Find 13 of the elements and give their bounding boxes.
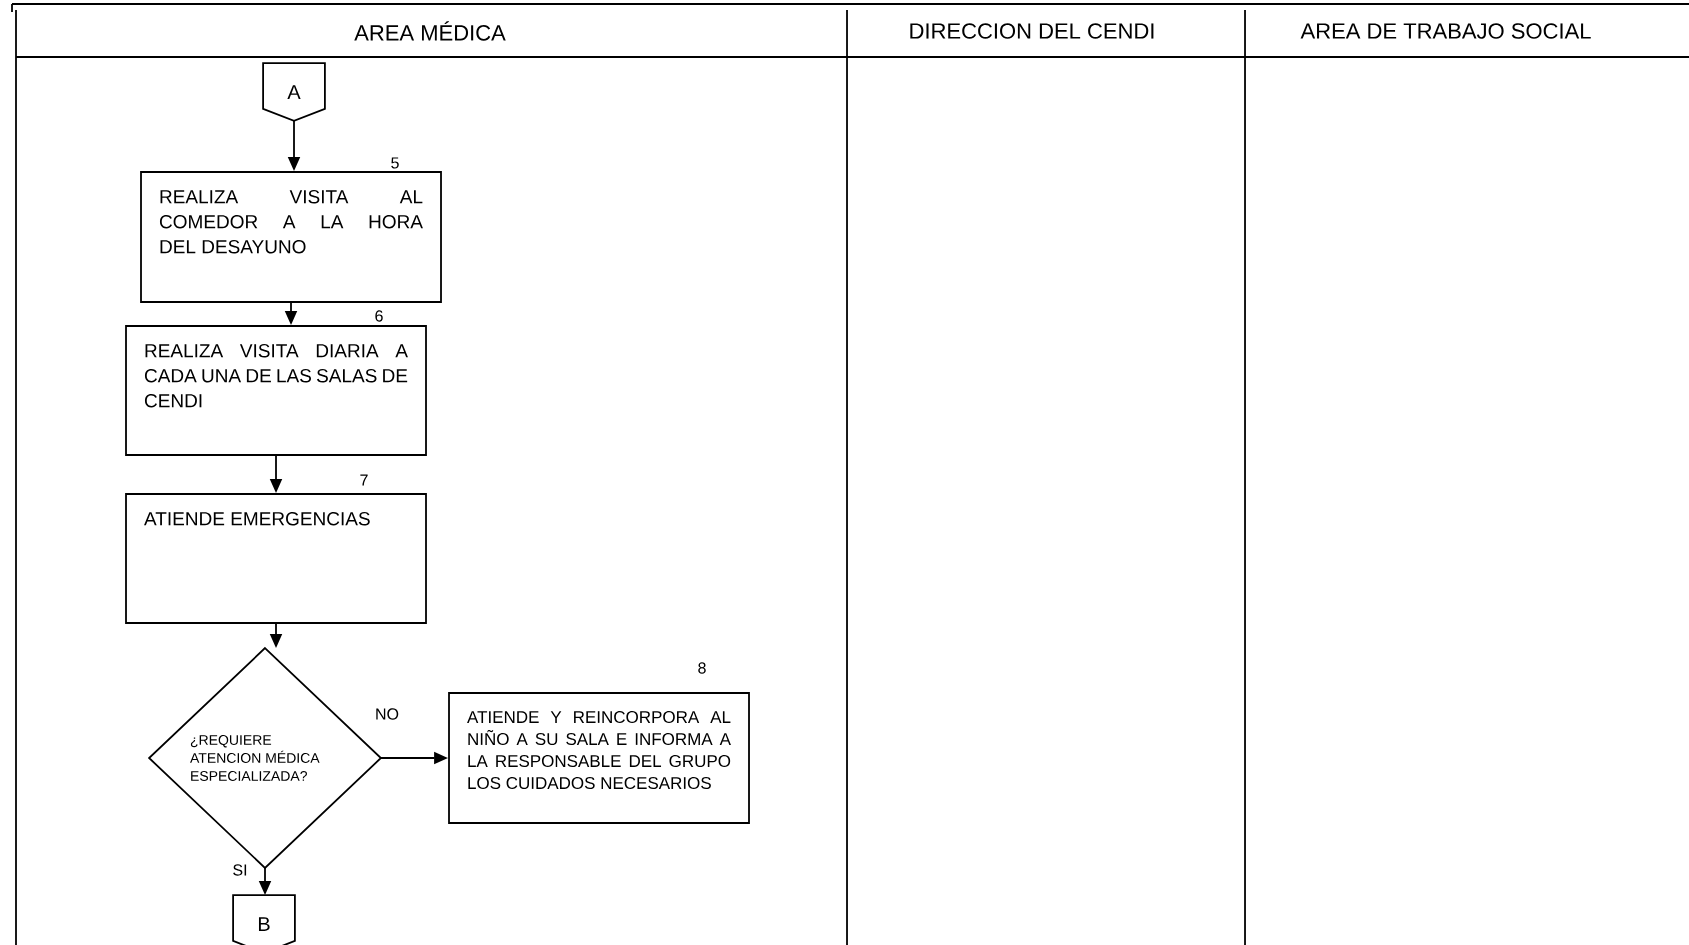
process-box: REALIZA VISITA DIARIA A CADA UNA DE LAS SALAS DE CENDI: [125, 325, 427, 456]
step-number: 5: [391, 157, 399, 169]
off-page-connector: A: [262, 62, 326, 122]
column-header: AREA MÉDICA: [354, 21, 506, 41]
step-number: 7: [360, 474, 368, 486]
process-box: REALIZA VISITA AL COMEDOR A LA HORA DEL DESAYUNO: [140, 171, 442, 303]
process-box: ATIENDE EMERGENCIAS: [125, 493, 427, 624]
column-header: DIRECCION DEL CENDI: [910, 23, 1154, 39]
off-page-connector: B: [232, 894, 296, 945]
step-number: 6: [375, 310, 383, 322]
process-box: ATIENDE Y REINCORPORA AL NIÑO A SU SALA E INFORMA A LA RESPONSABLE DEL GRUPO LOS CUIDADOS NECESARIOS: [448, 692, 750, 824]
column-header: AREA DE TRABAJO SOCIAL: [1300, 23, 1591, 39]
step-number: 8: [698, 662, 706, 674]
